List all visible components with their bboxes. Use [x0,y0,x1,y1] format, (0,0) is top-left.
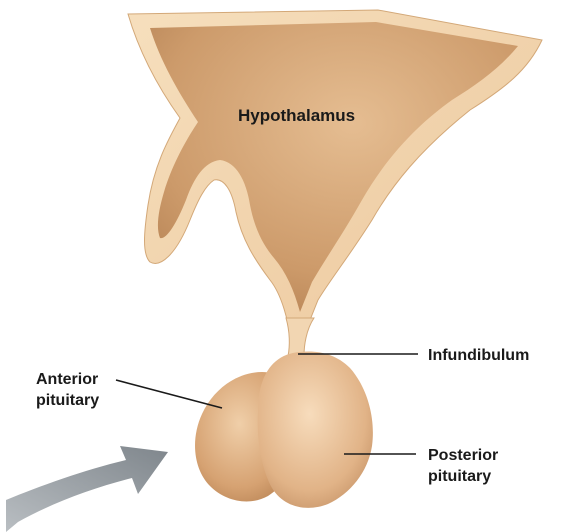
anterior-leader [116,380,222,408]
infundibulum-label: Infundibulum [428,347,529,364]
anterior-label-line1: Anterior [36,371,98,388]
arrow-icon [6,446,168,532]
anterior-label-line2: pituitary [36,392,99,409]
posterior-label-line2: pituitary [428,468,491,485]
infundibulum-stalk [286,318,314,356]
posterior-label-line1: Posterior [428,447,498,464]
posterior-pituitary-lobe [258,352,373,508]
hypothalamus-label: Hypothalamus [238,106,355,125]
